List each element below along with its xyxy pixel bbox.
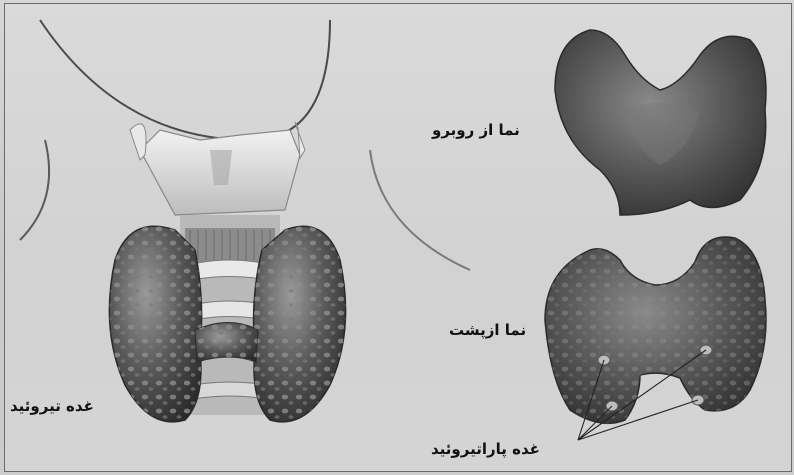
neck-right-curve: [370, 150, 470, 270]
back-view-label: نما ازپشت: [449, 321, 526, 339]
jaw-curve: [40, 20, 330, 140]
neck-left-curve: [20, 140, 49, 240]
front-view-specimen: [555, 30, 766, 215]
thyroid-label: غده تیروئید: [10, 397, 94, 415]
parathyroid-label: غده پاراتیروئید: [431, 440, 540, 458]
front-view-label: نما از روبرو: [432, 121, 520, 139]
back-view-specimen: [545, 237, 766, 423]
